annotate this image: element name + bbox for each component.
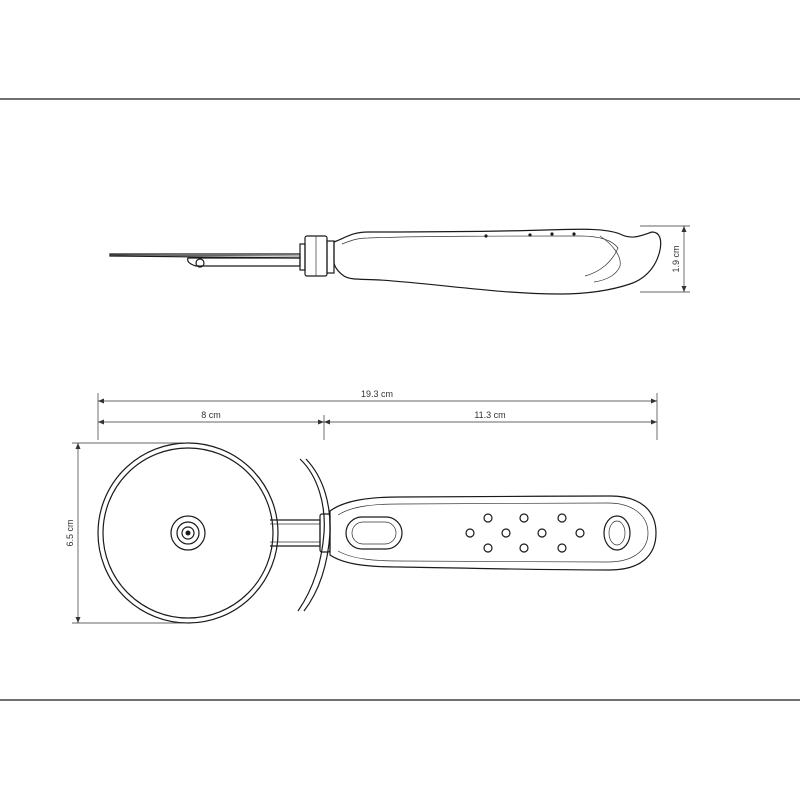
side-view-axle-plate [187, 257, 301, 268]
side-view-handle [333, 228, 662, 295]
dimension-label-height: 6.5 cm [65, 519, 75, 546]
hanging-hole [603, 515, 631, 551]
handle-grip-dots [465, 513, 585, 553]
drawing-frame [0, 98, 800, 701]
cutting-wheel [97, 442, 279, 624]
dimension-wheel-height: 6.5 cm [65, 442, 188, 624]
handle [329, 495, 657, 571]
dimension-handle-length: 11.3 cm [324, 410, 657, 425]
top-view: 19.3 cm 8 cm 11.3 cm 6.5 cm [65, 389, 658, 624]
handle-grip-pad [345, 516, 403, 550]
side-view-collar [299, 235, 335, 277]
dimension-wheel-length: 8 cm [98, 410, 325, 440]
dimension-handle-thickness: 1.9 cm [640, 225, 690, 293]
finger-guard [297, 458, 331, 612]
dimension-total-length: 19.3 cm [97, 389, 658, 440]
side-view: 1.9 cm [109, 225, 690, 295]
dimension-label-thickness: 1.9 cm [671, 245, 681, 272]
dimension-label-wheel: 8 cm [201, 410, 221, 420]
dimension-label-total: 19.3 cm [361, 389, 393, 399]
dimension-label-handle: 11.3 cm [474, 410, 505, 420]
